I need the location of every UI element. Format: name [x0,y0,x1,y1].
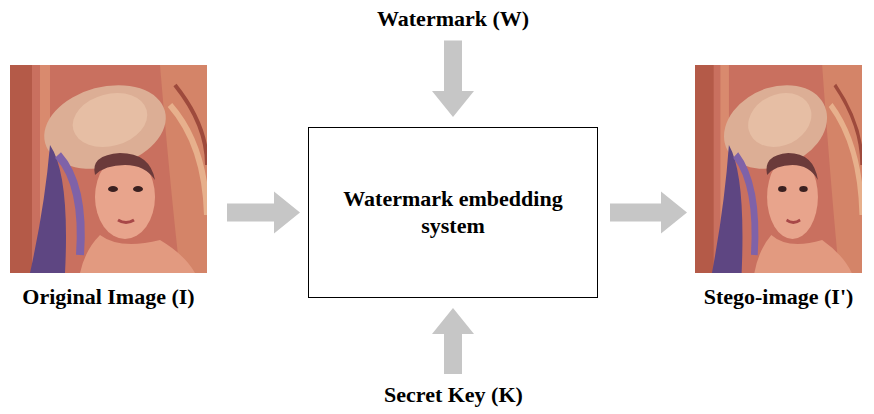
node-text: Watermark embedding system [329,186,577,239]
image-node: Stego-image (I') [695,65,862,310]
original-photo [10,65,207,273]
input-label: Watermark (W) [377,6,529,32]
node-text: Stego-image (I') [704,284,854,310]
block-arrow [432,40,474,117]
block-arrow [227,192,300,234]
node-text: Secret Key (K) [384,382,523,408]
node-text: Original Image (I) [22,284,194,310]
stego-photo [695,65,862,273]
process-box: Watermark embedding system [308,127,598,298]
block-arrow [432,308,474,374]
block-arrow [610,192,687,234]
image-node: Original Image (I) [10,65,207,310]
input-label: Secret Key (K) [384,382,523,408]
node-text: Watermark (W) [377,6,529,32]
